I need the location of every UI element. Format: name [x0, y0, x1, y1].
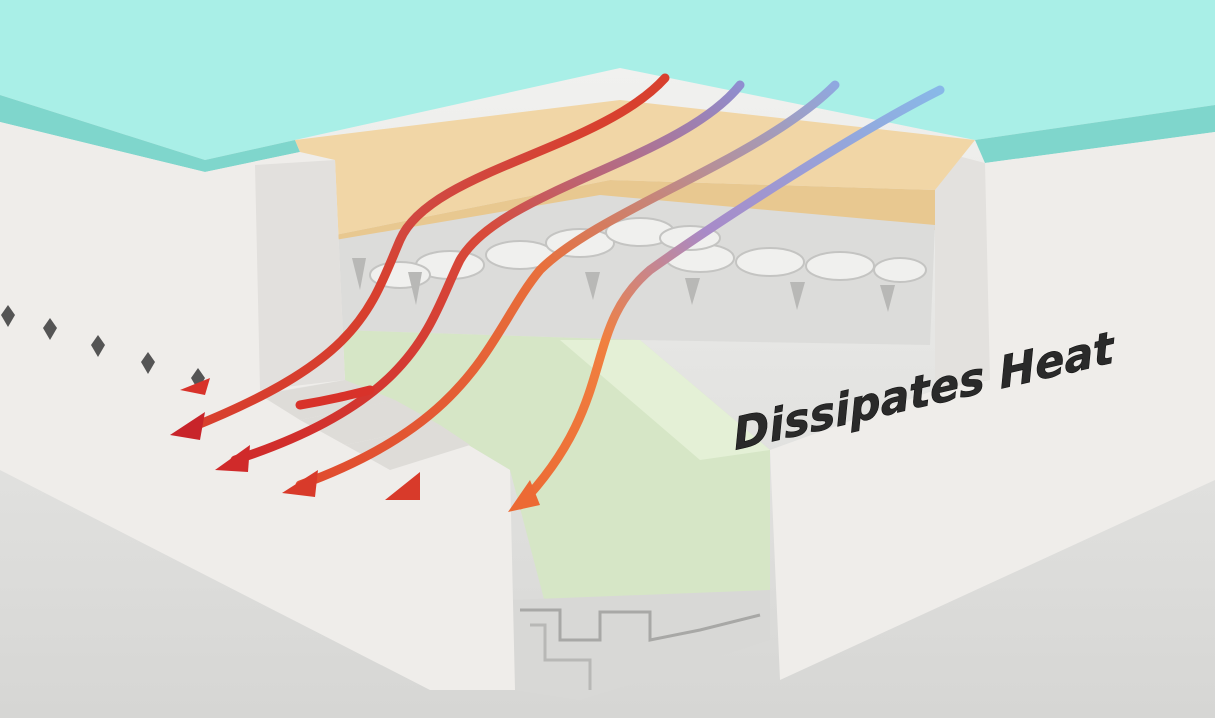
- airflow-diamond-icon: [141, 352, 155, 374]
- top-cooling-layer: [0, 0, 1215, 160]
- left-side-wall: [0, 122, 515, 690]
- arrowhead-icon: [180, 378, 210, 395]
- airflow-diamond-icon: [191, 368, 205, 390]
- heat-flow-arrow-icon: [230, 80, 745, 465]
- top-cooling-layer-edge-right: [975, 105, 1215, 163]
- airflow-diamond-icon: [91, 335, 105, 357]
- airflow-diamond-icon: [43, 318, 57, 340]
- arrowhead-icon: [215, 445, 250, 472]
- airflow-diamond-icon: [1, 305, 15, 327]
- heat-flow-arrows: [185, 73, 945, 510]
- arrowhead-icon: [170, 412, 205, 440]
- top-cooling-layer-edge: [0, 95, 300, 172]
- heat-flow-arrow-icon: [295, 385, 375, 410]
- arrowhead-icon: [282, 470, 318, 497]
- arrowhead-icon: [508, 480, 540, 512]
- right-side-wall-inner: [935, 150, 990, 390]
- support-grid-notches: [352, 258, 895, 312]
- heat-flow-arrow-icon: [515, 85, 945, 510]
- heat-flow-arrowheads: [170, 378, 540, 512]
- airflow-diamond-markers: [1, 305, 205, 390]
- heat-flow-arrow-icon: [185, 73, 670, 433]
- core-foam-top: [560, 340, 770, 460]
- right-side-wall: [770, 132, 1215, 680]
- arrowhead-icon: [385, 472, 420, 500]
- base-frame: [510, 590, 770, 700]
- left-side-wall-inner: [255, 160, 345, 390]
- comfort-foam-layer: [295, 100, 975, 235]
- heat-flow-arrow-icon: [295, 80, 840, 490]
